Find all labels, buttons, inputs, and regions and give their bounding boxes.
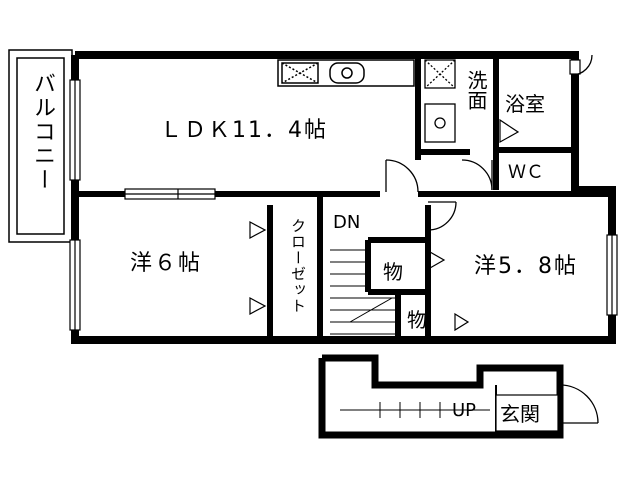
exterior-walls (71, 51, 616, 344)
kitchen-counter (277, 59, 415, 87)
balcony-label: バルコニー (30, 72, 55, 192)
bath-label: 浴室 (505, 92, 545, 116)
entrance-block (318, 354, 599, 439)
storage-label-1: 物 (383, 260, 403, 284)
ldk-label: ＬＤＫ11．4帖 (160, 118, 328, 143)
interior-walls (75, 55, 612, 340)
western-58-label: 洋5．8帖 (474, 254, 578, 279)
western-6-label: 洋６帖 (130, 251, 203, 276)
doors (249, 54, 593, 332)
stairs-up-label: UP (452, 400, 477, 421)
stairs-down (330, 249, 398, 335)
wc-label: ＷＣ (508, 162, 544, 183)
storage-label-2: 物 (407, 308, 427, 332)
closet-label: クローゼット (289, 218, 307, 314)
washbasin (424, 59, 456, 143)
entrance-label: 玄関 (500, 402, 540, 426)
windows (69, 59, 618, 331)
washroom-label: 洗面 (464, 70, 488, 110)
stairs-down-label: DN (333, 212, 361, 233)
